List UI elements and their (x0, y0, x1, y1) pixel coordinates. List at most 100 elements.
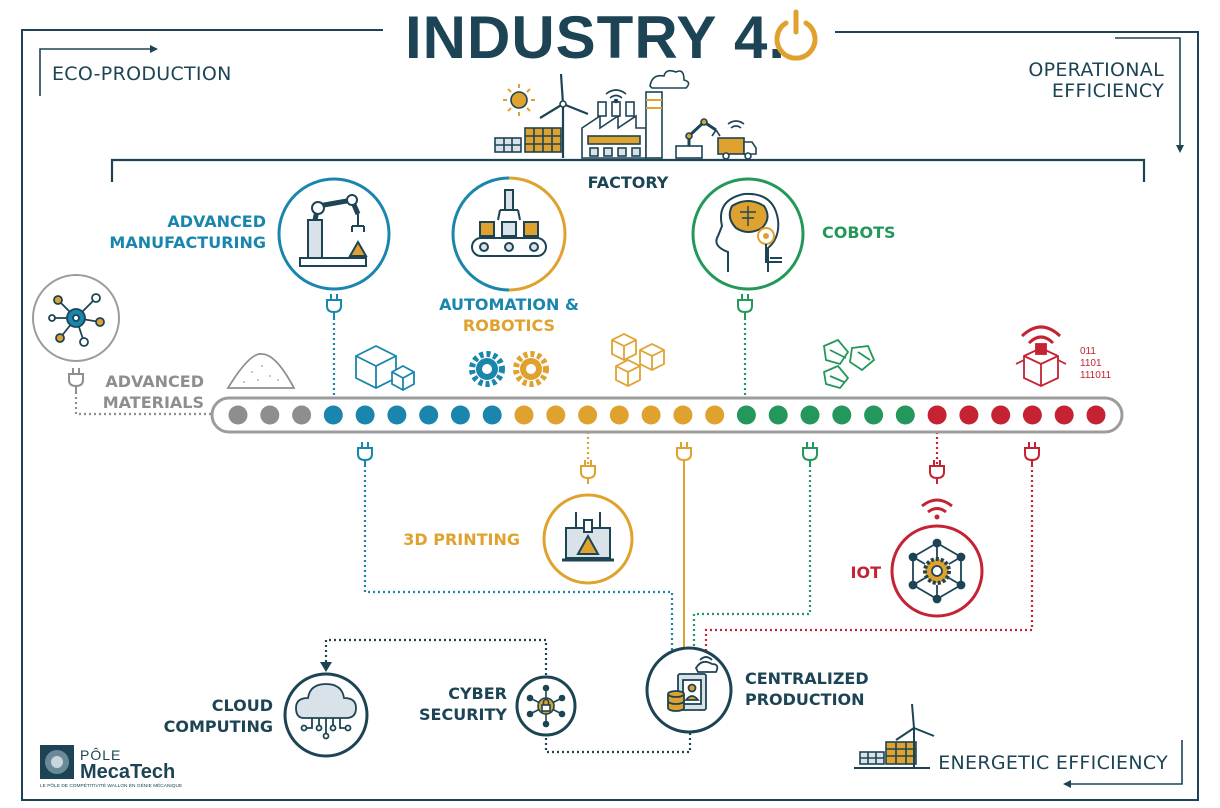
server-dashboard-icon (667, 656, 719, 712)
wireless-box-icon (1015, 325, 1067, 387)
outer-frame (21, 29, 1199, 801)
eco-production-label: ECO-PRODUCTION (52, 63, 232, 85)
conveyor-gripper-icon (471, 189, 547, 257)
bead-gray (292, 405, 312, 425)
production-label: PRODUCTION (745, 690, 865, 709)
3d-printing-node (542, 493, 634, 585)
logo-main-text: MecaTech (80, 761, 175, 783)
bead-gold (578, 405, 598, 425)
bead-red (927, 405, 947, 425)
iot-label: IOT (851, 563, 882, 582)
bead-red (1054, 405, 1074, 425)
operational-label: OPERATIONAL (1028, 59, 1164, 81)
gears-icon (469, 351, 549, 387)
truck-icon (717, 120, 757, 160)
plug-icon (68, 368, 84, 392)
centralized-label: CENTRALIZED (745, 669, 869, 688)
plug-connectors (68, 294, 1040, 484)
bead-red (1022, 405, 1042, 425)
bead-gold (546, 405, 566, 425)
ai-head-icon (715, 192, 782, 272)
binary-line-1: 011 (1080, 346, 1096, 357)
recycle-cubes-icon (822, 338, 876, 390)
binary-line-3: 111011 (1080, 370, 1112, 381)
factory-bracket (110, 158, 1146, 182)
bead-green (864, 405, 884, 425)
bead-green (768, 405, 788, 425)
robot-arm-small-icon (675, 118, 721, 159)
bead-gold (705, 405, 725, 425)
connection-lines (74, 318, 1034, 754)
bead-blue (482, 405, 502, 425)
robotics-label: ROBOTICS (463, 316, 555, 335)
advanced-materials-label-1: ADVANCED (105, 372, 204, 391)
logo-tagline: LE PÔLE DE COMPÉTITIVITÉ WALLON EN GÉNIE… (40, 782, 182, 789)
automation-label: AUTOMATION & (439, 295, 579, 314)
bead-gold (673, 405, 693, 425)
plug-icon (737, 294, 753, 318)
cloud-computing-node (283, 672, 369, 758)
operational-efficiency-corner: OPERATIONAL EFFICIENCY (1028, 37, 1184, 153)
bead-row (228, 405, 1106, 425)
robot-arm-icon (299, 194, 368, 267)
bead-blue (387, 405, 407, 425)
3d-printing-label: 3D PRINTING (403, 530, 520, 549)
advanced-materials-label-2: MATERIALS (103, 393, 204, 412)
plug-icon (357, 442, 373, 466)
page-title: INDUSTRY 4. (405, 4, 786, 71)
plug-icon (326, 294, 342, 318)
data-bus-bar (210, 396, 1124, 434)
bead-gray (260, 405, 280, 425)
eco-production-corner: ECO-PRODUCTION (39, 45, 232, 96)
bead-green (736, 405, 756, 425)
power-icon (774, 9, 818, 61)
plug-icon (1024, 442, 1040, 466)
advanced-manufacturing-label-1: ADVANCED (167, 212, 266, 231)
iot-node (890, 498, 984, 618)
cloud-icon (295, 683, 357, 740)
bead-green (800, 405, 820, 425)
cubes-blue-icon (355, 344, 415, 392)
padlock-network-icon (526, 684, 566, 728)
bead-blue (355, 405, 375, 425)
bead-red (991, 405, 1011, 425)
renewable-energy-icon (854, 703, 935, 769)
bead-green (895, 405, 915, 425)
bead-red (1086, 405, 1106, 425)
plug-icon (676, 442, 692, 466)
wind-turbine-icon (539, 73, 589, 158)
bead-blue (419, 405, 439, 425)
advanced-manufacturing-node (277, 177, 391, 291)
computing-label: COMPUTING (164, 717, 273, 736)
centralized-production-node (645, 646, 733, 734)
security-label: SECURITY (419, 705, 507, 724)
powder-pile-icon (226, 353, 296, 389)
cobots-label: COBOTS (822, 223, 896, 242)
logo-top-text: PÔLE (80, 747, 121, 763)
factory-label: FACTORY (588, 173, 669, 192)
cobots-node (691, 177, 805, 291)
cyber-security-node (515, 675, 577, 737)
factory-building-icon (581, 69, 690, 159)
3d-printer-icon (562, 512, 614, 562)
binary-line-2: 1101 (1080, 358, 1102, 369)
energetic-efficiency-label: ENERGETIC EFFICIENCY (938, 752, 1168, 774)
bead-gold (514, 405, 534, 425)
plug-icon (929, 460, 945, 484)
bead-green (832, 405, 852, 425)
cloud-label: CLOUD (212, 696, 273, 715)
solar-panel-icon (494, 127, 562, 153)
advanced-manufacturing-label-2: MANUFACTURING (109, 233, 266, 252)
bead-blue (323, 405, 343, 425)
boxes-gold-icon (611, 332, 665, 388)
bead-blue (450, 405, 470, 425)
efficiency-label: EFFICIENCY (1052, 80, 1164, 102)
plug-icon (802, 442, 818, 466)
pole-mecatech-logo: PÔLE MecaTech LE PÔLE DE COMPÉTITIVITÉ W… (40, 745, 182, 789)
energetic-efficiency-corner: ENERGETIC EFFICIENCY (938, 740, 1183, 788)
molecule-icon (48, 293, 105, 347)
advanced-materials-node (32, 274, 120, 362)
cloud-arrow-head (320, 662, 332, 672)
bead-gold (609, 405, 629, 425)
